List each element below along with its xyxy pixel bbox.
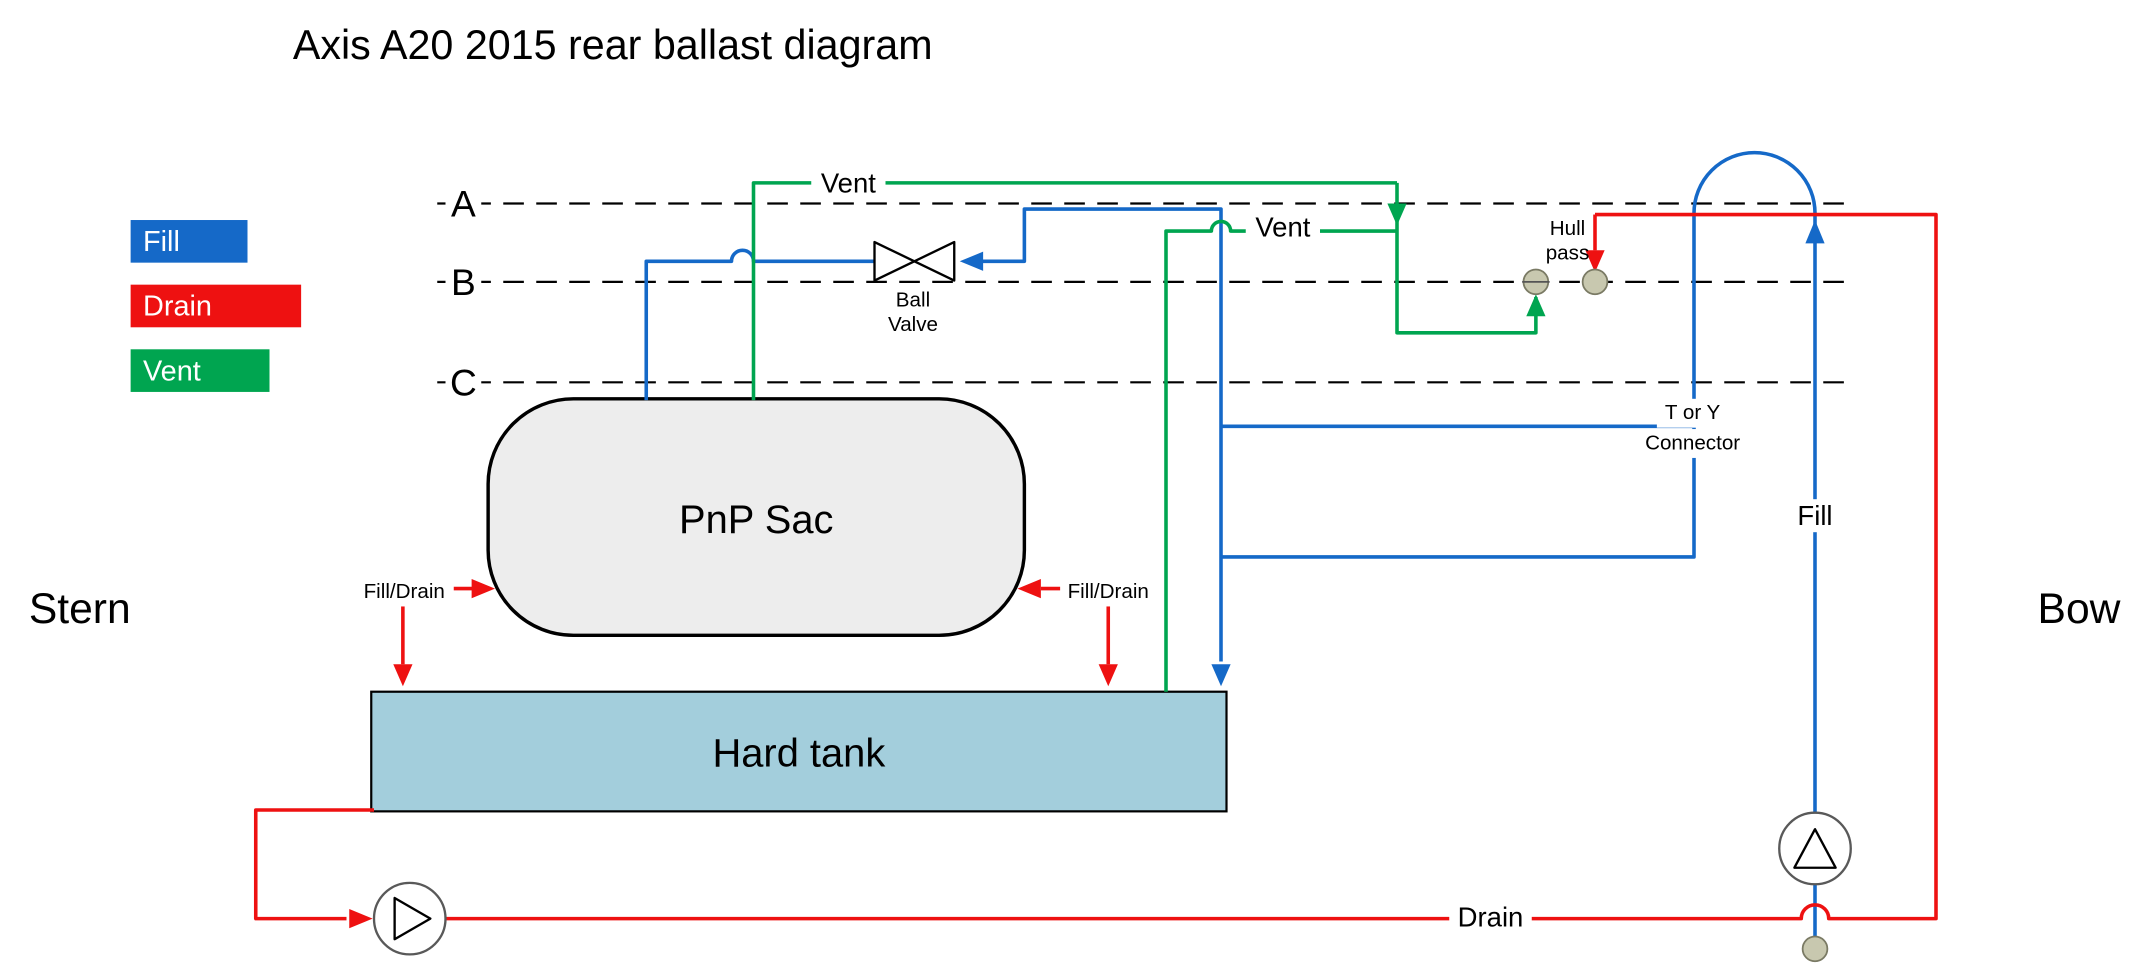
vent-top-label: Vent: [821, 167, 876, 198]
drain-arrow-hull-pass: [1585, 250, 1605, 273]
fill-label: Fill: [1797, 500, 1832, 531]
legend-drain-label: Drain: [143, 291, 212, 323]
vent-mid-label: Vent: [1255, 211, 1310, 242]
drain-label: Drain: [1458, 902, 1524, 933]
vent-mid-label-bg: [1245, 210, 1320, 244]
intake-thru-hull-fitting: [1801, 935, 1829, 963]
fill-arrow-into-valve: [959, 251, 984, 271]
legend-drain-swatch: [130, 284, 302, 328]
vent-arrow-up: [1526, 294, 1546, 317]
vent-top-label-bg: [811, 166, 886, 200]
pnp-sac-label: PnP Sac: [679, 498, 833, 542]
legend-fill-swatch: [130, 220, 248, 263]
waterline-b-label-bg: [445, 262, 482, 302]
vent-piping: [751, 181, 1546, 692]
hard-tank-label: Hard tank: [712, 732, 885, 776]
diagram-title: Axis A20 2015 rear ballast diagram: [293, 22, 933, 68]
fill-arrow-into-tank: [1211, 664, 1231, 687]
t-or-y-label-bg1: [1656, 398, 1733, 428]
pump-left-rotor: [393, 896, 432, 941]
filldrain-left-arrow-sac: [471, 578, 495, 599]
filldrain-right-label: Fill/Drain: [1068, 580, 1149, 603]
waterline-b-label: B: [451, 261, 476, 303]
ball-valve-left-triangle: [873, 240, 916, 282]
filldrain-right-arrow-sac: [1017, 578, 1041, 599]
pump-icon-left: [372, 881, 447, 956]
vent-arrow-down: [1387, 203, 1407, 226]
drain-arrow-into-pump: [349, 908, 373, 929]
ball-valve-right-triangle: [913, 240, 956, 282]
filldrain-left-arrow-tank: [393, 664, 413, 687]
waterline-a-label: A: [451, 183, 476, 225]
waterline-c-label: C: [450, 361, 477, 403]
bow-label: Bow: [2038, 585, 2121, 633]
ball-valve-label-line2: Valve: [888, 313, 938, 336]
hull-pass-fitting: [1581, 268, 1609, 296]
vent-pipe-outlet: [1395, 182, 1538, 335]
legend: Fill Drain Vent: [130, 220, 302, 392]
fill-pipe-valve-riser-drop: [981, 207, 1223, 662]
hull-pass-label-line2: pass: [1546, 242, 1590, 265]
fill-pipe-branch-lower: [1221, 213, 1696, 559]
filldrain-right-label-bg: [1060, 577, 1158, 607]
pnp-sac-shape: [486, 397, 1027, 638]
drain-pipe-main: [445, 212, 1938, 921]
waterlines: A B C: [437, 183, 1847, 403]
t-or-y-label-bg2: [1644, 429, 1744, 458]
drain-label-bg: [1449, 900, 1532, 934]
filldrain-left-label-bg: [356, 577, 454, 607]
waterline-a-label-bg: [445, 184, 482, 223]
vent-pipe-sac: [751, 181, 1397, 401]
fill-label-bg: [1782, 499, 1848, 533]
filldrain-right-arrow-tank: [1098, 664, 1118, 687]
ball-valve-label-line1: Ball: [896, 288, 930, 311]
drain-pipe-tank-to-pump: [253, 808, 374, 921]
fill-arrow-up-riser: [1805, 220, 1825, 244]
hull-pass-label-line1: Hull: [1550, 217, 1586, 240]
fill-pipe-arc: [1692, 150, 1817, 214]
hard-tank-shape: [370, 690, 1228, 813]
ball-valve-icon: Ball Valve: [873, 240, 956, 336]
vent-pipe-tank: [1164, 219, 1397, 692]
legend-vent-swatch: [130, 349, 270, 392]
t-or-y-label-line1: T or Y: [1665, 401, 1721, 424]
legend-vent-label: Vent: [143, 355, 201, 387]
filldrain-left-label: Fill/Drain: [364, 580, 445, 603]
fill-pipe-sac-to-valve: [644, 248, 875, 401]
waterline-c-label-bg: [445, 363, 482, 402]
pump-icon-right: [1778, 811, 1852, 886]
t-or-y-label-line2: Connector: [1645, 431, 1740, 454]
legend-fill-label: Fill: [143, 226, 180, 258]
pump-right-rotor: [1793, 828, 1837, 869]
line-labels: Vent Vent Fill Drain Fill/Drain Fill/Dra…: [356, 166, 1848, 934]
stern-label: Stern: [29, 585, 131, 633]
